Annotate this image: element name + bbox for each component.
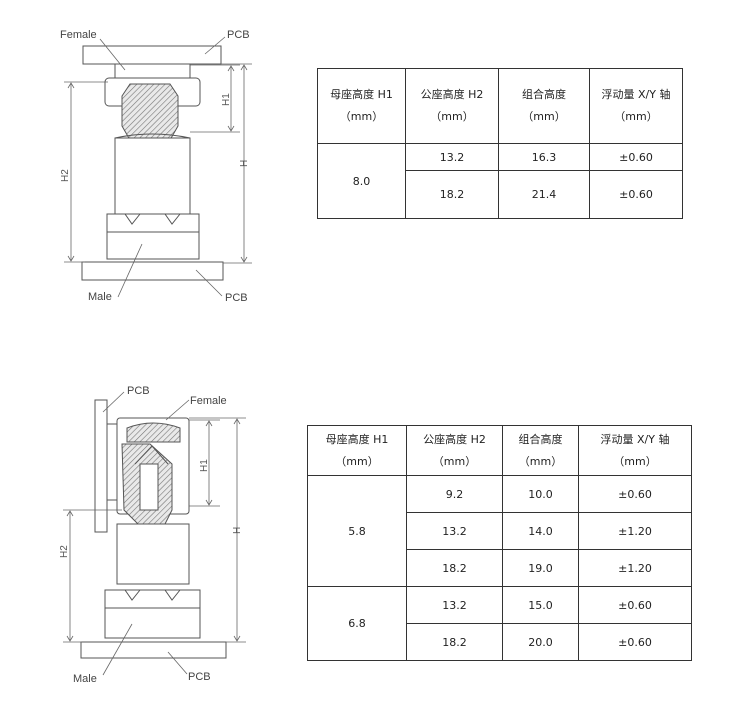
cell-float: ±0.60 [578,586,692,624]
cell-float: ±1.20 [578,549,692,587]
table-header-row: 母座高度 H1（mm） 公座高度 H2（mm） 组合高度（mm） 浮动量 X/Y… [307,425,692,476]
cell-combined: 19.0 [502,549,579,587]
cell-combined: 16.3 [498,143,590,171]
table-header-row: 母座高度 H1（mm） 公座高度 H2（mm） 组合高度（mm） 浮动量 X/Y… [317,68,683,144]
cell-h1: 6.8 [307,586,407,661]
table-row: 5.8 9.2 10.0 ±0.60 [307,475,692,587]
cell-h2: 13.2 [406,512,503,550]
label-female: Female [60,29,97,41]
male-base [104,589,201,639]
label-pcb-side: PCB [127,385,150,397]
cell-combined: 20.0 [502,623,579,661]
header-male-height: 公座高度 H2（mm） [405,68,499,144]
dimension-h2: H2 [60,169,71,182]
cell-h2: 18.2 [405,170,499,219]
cell-h1: 8.0 [317,143,406,219]
dimension-h: H [239,160,250,167]
cell-h1: 5.8 [307,475,407,587]
connector-diagram-right-angle: PCB Female Male PCB H1 H2 H [0,372,300,712]
connector-drawing-vertical: Female PCB Male PCB H1 H2 H [60,29,252,304]
cell-h2: 13.2 [405,143,499,171]
cell-combined: 14.0 [502,512,579,550]
cell-float: ±0.60 [589,170,683,219]
label-pcb-bottom: PCB [188,671,211,683]
table-row: 13.2 14.0 ±1.20 [308,512,692,550]
connector-diagram-vertical: Female PCB Male PCB H1 H2 H [0,0,300,320]
table-row: 18.2 21.4 ±0.60 [318,170,683,219]
male-base [106,213,200,260]
female-contact [121,83,179,141]
top-pcb-board [82,45,222,65]
cell-combined: 21.4 [498,170,590,219]
table-row: 6.8 13.2 15.0 ±0.60 [307,586,692,661]
label-male: Male [88,291,112,303]
header-male-height: 公座高度 H2（mm） [406,425,503,476]
header-female-height: 母座高度 H1（mm） [307,425,407,476]
header-float-xy: 浮动量 X/Y 轴（mm） [578,425,692,476]
bottom-pcb-board [80,641,227,659]
cell-float: ±1.20 [578,512,692,550]
male-housing [116,523,190,585]
header-female-height: 母座高度 H1（mm） [317,68,406,144]
header-combined-height: 组合高度（mm） [498,68,590,144]
cell-combined: 10.0 [502,475,579,513]
table-row: 8.0 13.2 16.3 ±0.60 [317,143,683,219]
female-housing [114,63,191,79]
cell-h2: 18.2 [406,549,503,587]
dimension-h2: H2 [59,545,70,558]
header-combined-height: 组合高度（mm） [502,425,579,476]
table-row: 18.2 20.0 ±0.60 [308,623,692,661]
cell-float: ±0.60 [578,623,692,661]
cell-h2: 18.2 [406,623,503,661]
dimension-h1: H1 [221,93,232,106]
dimension-h: H [232,527,243,534]
spec-table-vertical: 母座高度 H1（mm） 公座高度 H2（mm） 组合高度（mm） 浮动量 X/Y… [317,68,683,219]
header-float-xy: 浮动量 X/Y 轴（mm） [589,68,683,144]
label-pcb-top: PCB [227,29,250,41]
label-pcb-bottom: PCB [225,292,248,304]
label-male: Male [73,673,97,685]
spec-table-right-angle: 母座高度 H1（mm） 公座高度 H2（mm） 组合高度（mm） 浮动量 X/Y… [307,425,692,661]
male-housing [114,137,191,215]
cell-h2: 9.2 [406,475,503,513]
cell-float: ±0.60 [578,475,692,513]
cell-combined: 15.0 [502,586,579,624]
side-pcb-board [94,399,108,533]
label-female: Female [190,395,227,407]
cell-float: ±0.60 [589,143,683,171]
cell-h2: 13.2 [406,586,503,624]
connector-drawing-right-angle: PCB Female Male PCB H1 H2 H [59,385,246,685]
dimension-h1: H1 [199,459,210,472]
bottom-pcb-board [81,261,224,281]
